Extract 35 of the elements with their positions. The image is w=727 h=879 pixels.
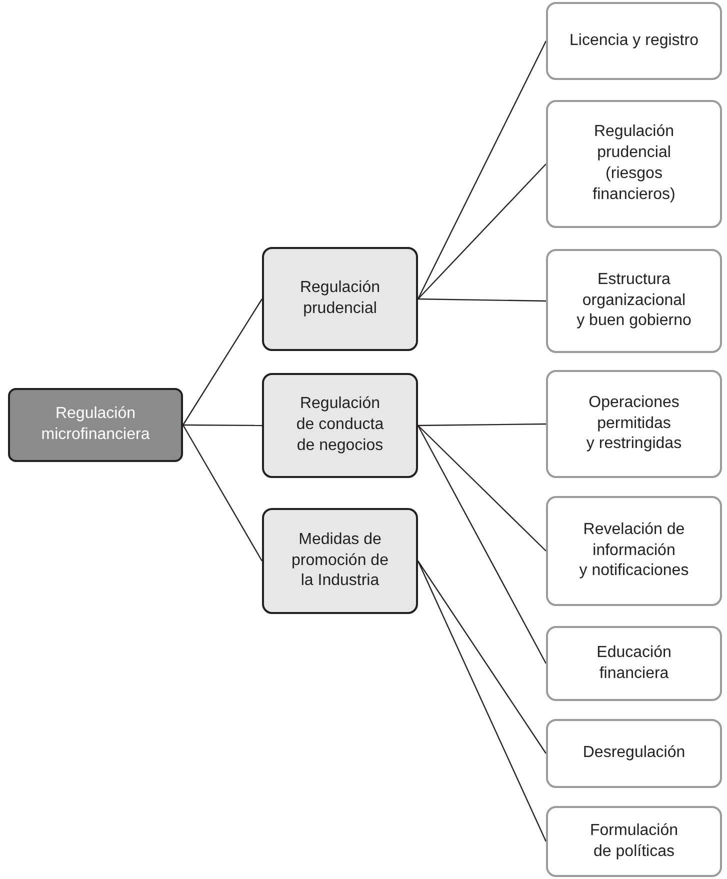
category-box — [262, 247, 418, 351]
connector-line — [418, 298, 546, 302]
node-label: Formulación de políticas — [588, 820, 680, 862]
connector-line — [417, 560, 547, 842]
node-label: Regulación prudencial (riesgos financieros) — [592, 122, 676, 205]
item-box — [546, 806, 722, 877]
node-label: Regulación microfinanciera — [40, 404, 151, 445]
node-label: Medidas de promoción de la Industria — [290, 530, 390, 592]
root-box — [8, 388, 183, 462]
item-box — [546, 100, 722, 228]
node-label: Estructura organizacional y buen gobierno — [576, 270, 692, 332]
connector-line — [417, 425, 547, 664]
item-box — [546, 370, 722, 478]
item-box — [546, 496, 722, 606]
node-label: Operaciones permitidas y restringidas — [585, 392, 683, 454]
node-label: Revelación de información y notificaciones — [578, 520, 690, 582]
connector-line — [182, 424, 263, 562]
connector-line — [418, 164, 546, 300]
item-box — [546, 249, 722, 353]
category-box — [262, 373, 418, 478]
node-label: Regulación de conducta de negocios — [295, 394, 385, 456]
connector-line — [182, 298, 262, 426]
node-label: Desregulación — [582, 743, 686, 764]
node-label: Educación financiera — [596, 642, 672, 684]
node-label: Licencia y registro — [570, 30, 698, 51]
node-label: Regulación prudencial — [298, 278, 382, 319]
category-box — [262, 508, 418, 614]
connector-line — [418, 423, 546, 426]
connector-line — [418, 560, 546, 754]
connector-line — [417, 40, 547, 300]
connector-line — [418, 425, 546, 552]
item-box — [546, 626, 722, 701]
item-box — [546, 719, 722, 788]
connector-line — [183, 424, 262, 426]
item-box — [546, 2, 722, 80]
